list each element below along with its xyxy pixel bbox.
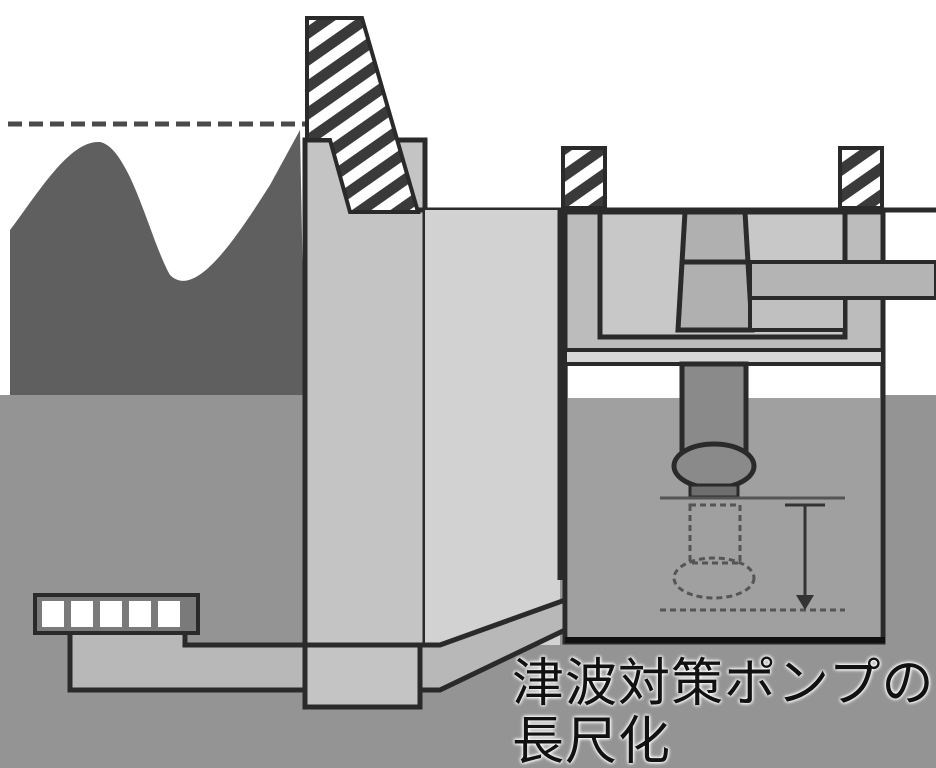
pump-bowl-original (671, 441, 757, 491)
pump-column-extended (688, 503, 742, 565)
intake-screen-slot (71, 601, 93, 627)
pit-cap-left (561, 146, 607, 210)
diagram-caption: 津波対策ポンプの 長尺化 (512, 655, 936, 768)
extension-arrow-head (796, 595, 814, 610)
caption-line-1: 津波対策ポンプの (512, 654, 935, 714)
pump-bowl-extended (672, 556, 756, 600)
pit-cap-right (838, 146, 884, 210)
discharge-pipe-upper (748, 260, 936, 300)
intake-screen-slot (100, 601, 122, 627)
discharge-pipe-lower (748, 296, 847, 332)
pump-motor (675, 209, 755, 333)
seawall-parapet (305, 16, 421, 214)
intake-screen-slot (129, 601, 151, 627)
tsunami-wave (10, 130, 305, 395)
seawall-body (302, 137, 428, 648)
pit-intake-slope (425, 210, 560, 645)
caption-line-2: 長尺化 (512, 712, 672, 768)
wall-footing (302, 642, 423, 710)
pump-bell-original (688, 483, 740, 499)
intake-screen-slot (42, 601, 64, 627)
intake-screen-slot (158, 601, 180, 627)
